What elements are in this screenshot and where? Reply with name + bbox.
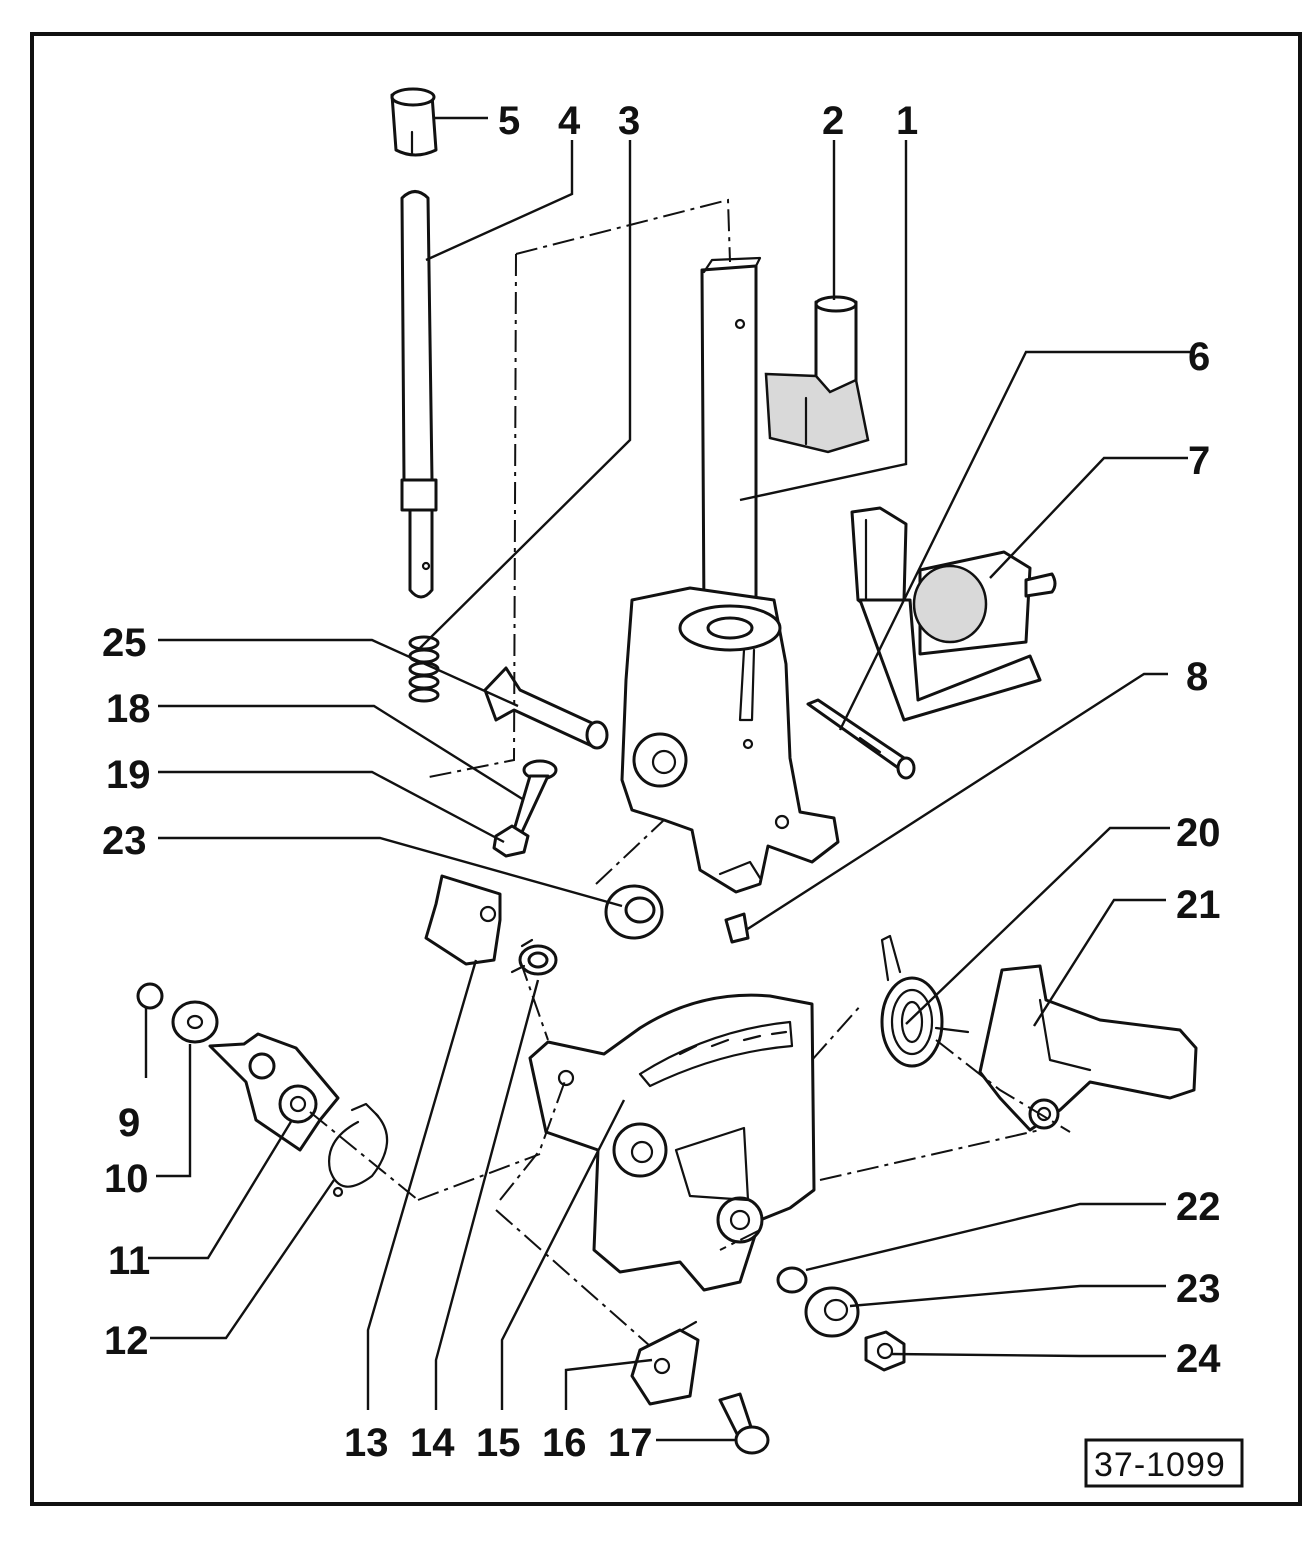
part-23-bushing-lower — [804, 1286, 860, 1338]
callout-14: 14 — [410, 1421, 455, 1465]
callout-18: 18 — [106, 687, 151, 731]
callout-4: 4 — [558, 99, 581, 143]
part-23-bushing-upper — [604, 884, 664, 940]
callout-17: 17 — [608, 1421, 653, 1465]
leader-lines — [144, 116, 1190, 1442]
diagram-frame — [30, 32, 1302, 1506]
callout-25: 25 — [102, 621, 147, 665]
callout-3: 3 — [618, 99, 640, 143]
callout-1: 1 — [896, 99, 918, 143]
part-6-pin — [806, 698, 916, 780]
part-13-clip — [424, 874, 502, 966]
part-25-bolt — [483, 666, 609, 750]
part-4-rod — [400, 190, 438, 599]
callout-23-lower: 23 — [1176, 1267, 1221, 1311]
part-12-clip-ring — [328, 1102, 389, 1198]
callout-9: 9 — [118, 1101, 140, 1145]
part-11-lever-plate — [208, 1032, 340, 1152]
callout-12: 12 — [104, 1319, 149, 1363]
reference-code: 37-1099 — [1094, 1446, 1226, 1484]
callout-5: 5 — [498, 99, 520, 143]
callout-8: 8 — [1186, 655, 1208, 699]
part-10-washer — [171, 1000, 219, 1044]
part-3-spring — [408, 635, 440, 703]
callout-24: 24 — [1176, 1337, 1221, 1381]
callout-15: 15 — [476, 1421, 521, 1465]
assembly-lines — [309, 198, 1071, 1347]
part-15-gate-plate — [528, 993, 816, 1292]
part-22-o-ring — [776, 1266, 808, 1294]
callout-6: 6 — [1188, 335, 1210, 379]
callout-11: 11 — [108, 1239, 150, 1283]
callout-2: 2 — [822, 99, 844, 143]
callout-7: 7 — [1188, 439, 1210, 483]
callout-20: 20 — [1176, 811, 1221, 855]
part-1-lever-housing — [620, 256, 840, 894]
callout-10: 10 — [104, 1157, 149, 1201]
part-14-spring — [510, 938, 558, 976]
part-19-nut — [492, 824, 530, 858]
callout-21: 21 — [1176, 883, 1221, 927]
callouts: 1 2 3 4 5 6 7 8 9 10 11 12 13 14 15 16 1… — [102, 99, 1221, 1465]
part-5-cap — [390, 87, 438, 157]
callout-23-upper: 23 — [102, 819, 147, 863]
part-17-screw — [718, 1392, 770, 1455]
part-7-solenoid — [850, 506, 1057, 722]
part-16-bracket — [630, 1320, 700, 1406]
callout-16: 16 — [542, 1421, 587, 1465]
callout-13: 13 — [344, 1421, 389, 1465]
part-24-nut — [864, 1330, 906, 1372]
part-2-switch — [764, 295, 870, 454]
reference-box: 37-1099 — [1084, 1438, 1244, 1488]
callout-22: 22 — [1176, 1185, 1221, 1229]
callout-19: 19 — [106, 753, 151, 797]
part-8-small-pin — [724, 912, 750, 944]
part-20-torsion-spring — [880, 934, 970, 1068]
part-9-nut — [136, 982, 164, 1010]
part-21-lever — [978, 964, 1198, 1132]
